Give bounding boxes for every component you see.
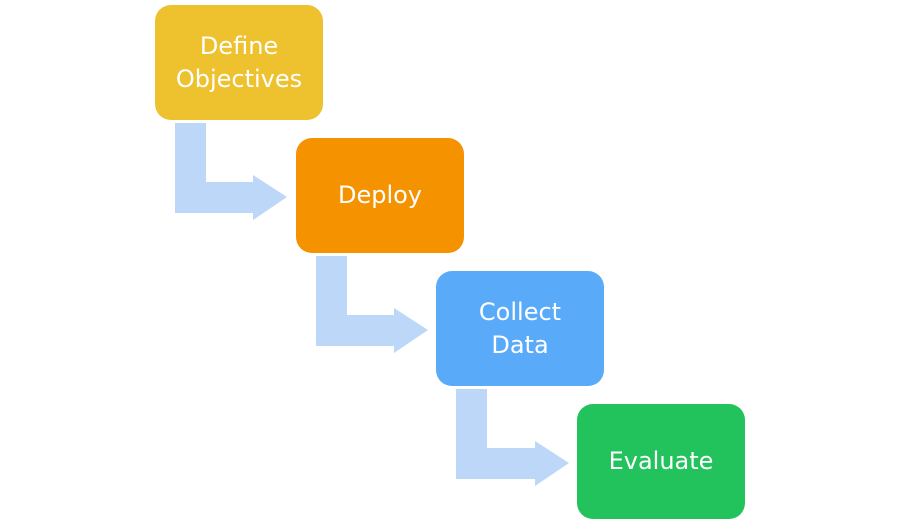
bent-arrow-define-to-deploy [175,123,287,220]
step-deploy: Deploy [296,138,464,253]
bent-arrow-deploy-to-collect [316,256,428,353]
step-evaluate: Evaluate [577,404,745,519]
bent-arrow-collect-to-evaluate [456,389,569,486]
step-define-objectives: Define Objectives [155,5,323,120]
step-collect-data: Collect Data [436,271,604,386]
